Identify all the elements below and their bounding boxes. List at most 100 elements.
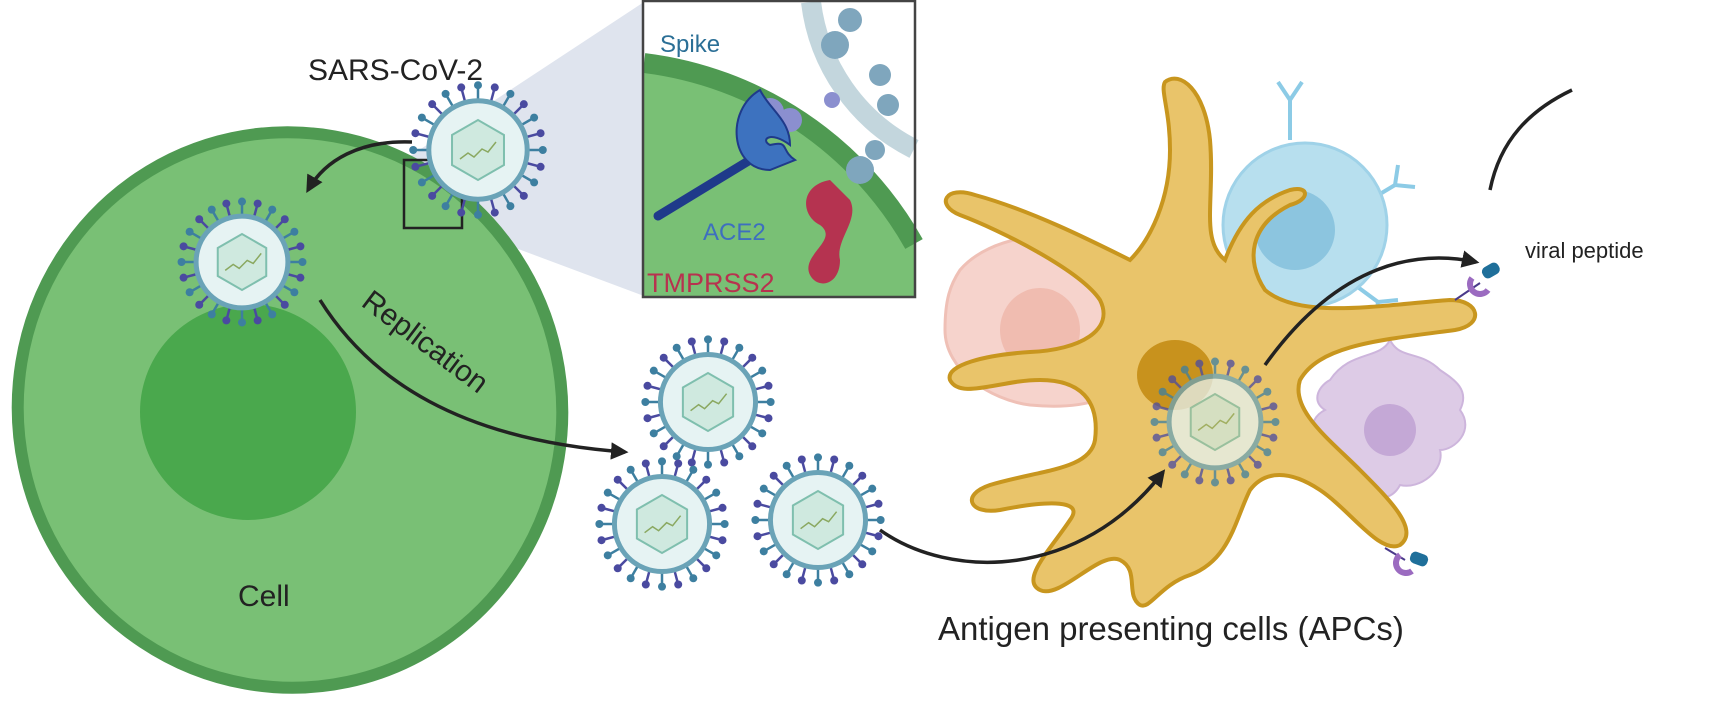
- mhc-peptide-complex: [1384, 547, 1429, 576]
- spike-label: Spike: [660, 31, 720, 58]
- replication-arrow: [318, 299, 629, 460]
- spike-head: [1158, 387, 1167, 396]
- virus-envelope: [801, 0, 919, 158]
- spike-head: [735, 452, 744, 461]
- spike-head: [782, 570, 791, 579]
- spike-head: [1168, 460, 1177, 469]
- spike-head: [428, 100, 437, 109]
- spike-head: [222, 316, 231, 325]
- spike-head: [207, 205, 216, 214]
- cell-membrane-region: [644, 63, 914, 296]
- spike-head: [1195, 476, 1204, 485]
- spike-head: [538, 146, 547, 154]
- spike-head: [1168, 375, 1177, 384]
- spike-head: [268, 205, 277, 214]
- spike-head: [720, 337, 729, 346]
- spike-head: [1150, 418, 1159, 426]
- spike-head: [1241, 470, 1250, 479]
- spike-head: [490, 208, 499, 217]
- spike-head: [177, 258, 186, 266]
- spike-head: [687, 458, 696, 467]
- ace2-stalk: [653, 155, 755, 221]
- host-cell: [11, 126, 569, 694]
- spike-head: [1180, 365, 1189, 374]
- spike-head: [759, 547, 768, 556]
- spike-head: [603, 551, 612, 560]
- viral-rna: [690, 393, 728, 412]
- spike-head: [858, 471, 867, 480]
- spike-head: [830, 576, 839, 585]
- spike-head: [782, 461, 791, 470]
- spike-head: [268, 310, 277, 319]
- spike-head: [641, 398, 650, 406]
- apcs-label: Antigen presenting cells (APCs): [938, 610, 1404, 647]
- spike-head: [409, 146, 418, 154]
- spike-head: [874, 532, 883, 541]
- spike-head: [759, 484, 768, 493]
- spike-head: [536, 129, 545, 138]
- spike-head: [658, 582, 666, 591]
- spike-head: [179, 273, 188, 282]
- spike-head: [868, 547, 877, 556]
- spike-head: [769, 471, 778, 480]
- spike-protein: [846, 140, 885, 184]
- spike-head: [702, 564, 711, 573]
- spike-head: [858, 560, 867, 569]
- spike-head: [689, 465, 698, 474]
- spike-head: [179, 242, 188, 251]
- spike-head: [764, 414, 773, 423]
- receptor-inset: [642, 0, 923, 296]
- spike-head: [643, 381, 652, 390]
- ace2-label: ACE2: [703, 219, 766, 246]
- spike-head: [672, 452, 681, 461]
- spike-head: [253, 199, 262, 208]
- sars-cov-2-virion: [641, 335, 775, 469]
- spike-head: [704, 335, 712, 344]
- spike-head: [1253, 460, 1262, 469]
- spike-head: [411, 162, 420, 171]
- spike-head: [417, 178, 426, 187]
- spike-head: [530, 113, 539, 122]
- presentation-arrow: [1263, 250, 1480, 367]
- spike-head: [643, 414, 652, 423]
- spike-head: [672, 343, 681, 352]
- spike-head: [814, 453, 822, 462]
- spike-head: [474, 81, 482, 90]
- viral-rna: [644, 515, 682, 534]
- spike-head: [290, 227, 299, 236]
- spike-head: [753, 499, 762, 508]
- spike-head: [641, 459, 650, 468]
- activation-arrow: [1488, 88, 1573, 191]
- spike-head: [296, 273, 305, 282]
- cell-label: Cell: [238, 580, 290, 613]
- viral-rna: [459, 141, 497, 160]
- virion-capsid: [451, 118, 505, 182]
- virion-capsid: [216, 232, 268, 292]
- spike-head: [441, 89, 450, 98]
- spike-head: [712, 488, 721, 497]
- spike-head: [659, 353, 668, 362]
- spike-head: [195, 215, 204, 224]
- virion-capsid: [681, 371, 735, 433]
- spike-head: [1271, 418, 1280, 426]
- spike-head: [658, 457, 666, 466]
- spike-head: [702, 475, 711, 484]
- spike-head: [674, 459, 683, 468]
- viral-rna: [224, 252, 262, 271]
- viral-rna: [1197, 412, 1235, 431]
- spike-head: [659, 442, 668, 451]
- spike-head: [718, 503, 727, 512]
- spike-head: [720, 458, 729, 467]
- virus-label: SARS-CoV-2: [308, 54, 483, 87]
- entry-arrow: [306, 140, 413, 194]
- spike-head: [674, 580, 683, 589]
- spike-head: [720, 520, 729, 528]
- spike-protein: [821, 8, 899, 116]
- spike-head: [506, 202, 515, 211]
- spike-head: [626, 465, 635, 474]
- spike-head: [490, 83, 499, 92]
- spike-head: [253, 316, 262, 325]
- sars-cov-2-virion: [751, 453, 885, 587]
- ace2-receptor: [735, 88, 798, 172]
